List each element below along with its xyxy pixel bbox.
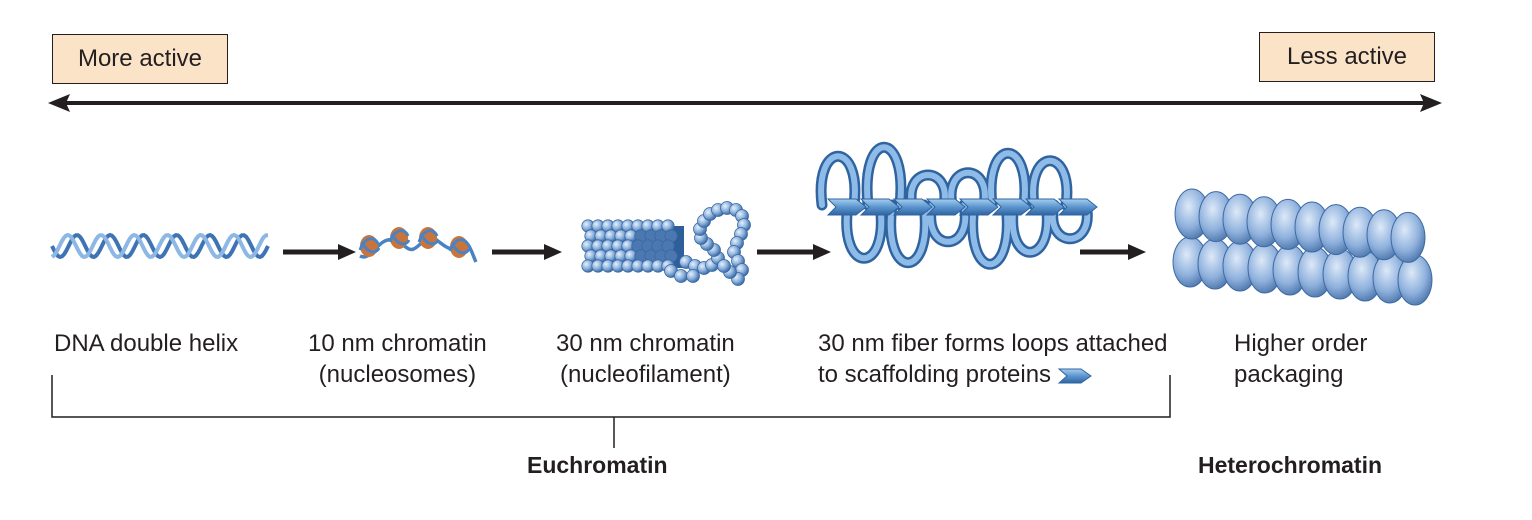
step-arrow xyxy=(757,244,831,260)
activity-gradient-arrow xyxy=(48,94,1442,112)
euchromatin-bracket xyxy=(51,375,1171,448)
scaffold-loops-illustration xyxy=(815,142,1098,270)
heterochromatin-label: Heterochromatin xyxy=(1198,452,1383,478)
less-active-label: Less active xyxy=(1259,32,1435,82)
stage-label-30nm: 30 nm chromatin(nucleofilament) xyxy=(556,330,735,388)
step-arrow xyxy=(492,244,562,260)
higher-order-packaging-illustration xyxy=(1172,188,1433,306)
step-arrow xyxy=(283,244,356,260)
nucleofilament-illustration xyxy=(581,201,751,286)
dna-double-helix-illustration xyxy=(50,232,270,260)
scaffold-protein-icon xyxy=(1057,368,1092,384)
stage-label-dna: DNA double helix xyxy=(54,330,239,357)
euchromatin-label: Euchromatin xyxy=(527,452,668,478)
step-arrow xyxy=(1080,244,1146,260)
stage-label-10nm: 10 nm chromatin(nucleosomes) xyxy=(308,330,487,388)
more-active-label: More active xyxy=(52,34,228,84)
stage-label-loops: 30 nm fiber forms loops attached to scaf… xyxy=(818,330,1168,388)
nucleosome-illustration xyxy=(358,227,478,263)
